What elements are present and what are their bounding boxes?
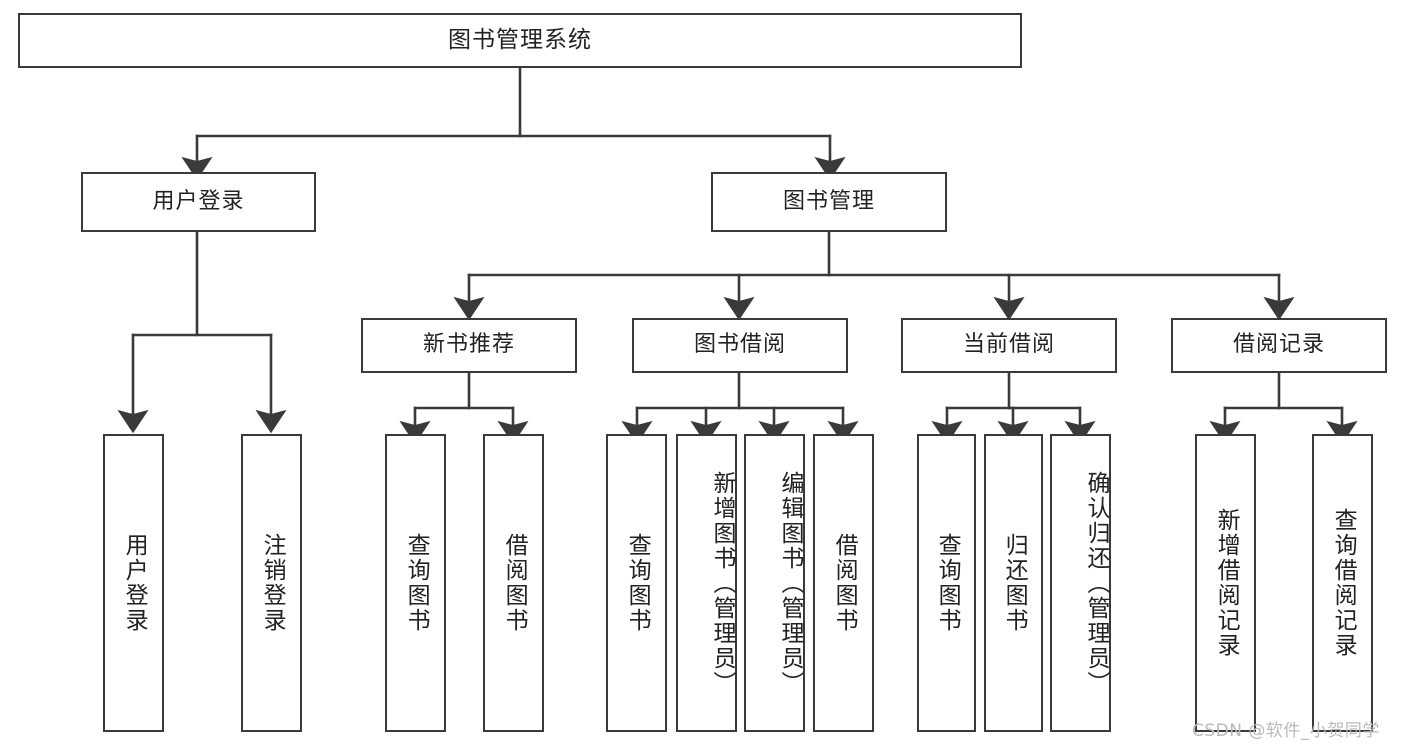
node-label: 图书管理 <box>782 188 875 214</box>
node-label: 查询借阅记录 <box>1330 508 1357 658</box>
node-label: 借阅图书 <box>501 533 528 633</box>
node-book-management[interactable]: 图书管理 <box>711 172 947 232</box>
leaf-add-borrow-record[interactable]: 新增借阅记录 <box>1195 434 1256 732</box>
node-borrow-records[interactable]: 借阅记录 <box>1171 318 1387 373</box>
node-label: 查询图书 <box>624 533 651 633</box>
node-current-borrowing[interactable]: 当前借阅 <box>901 318 1117 373</box>
leaf-logout[interactable]: 注销登录 <box>241 434 302 732</box>
node-label: 用户登录 <box>121 533 148 633</box>
leaf-return-books[interactable]: 归还图书 <box>984 434 1043 732</box>
leaf-search-books-borrow[interactable]: 查询图书 <box>606 434 667 732</box>
node-label: 归还图书 <box>1001 533 1028 633</box>
node-label: 新增借阅记录 <box>1213 508 1240 658</box>
node-label: 查询图书 <box>934 533 961 633</box>
node-label: 当前借阅 <box>962 332 1055 358</box>
leaf-search-books-current[interactable]: 查询图书 <box>917 434 976 732</box>
node-label: 用户登录 <box>152 188 245 214</box>
node-label: 注销登录 <box>259 533 286 633</box>
leaf-confirm-return-admin[interactable]: 确认归还（管理员） <box>1050 434 1111 732</box>
csdn-watermark: CSDN @软件_小贺同学 <box>1192 721 1380 741</box>
leaf-add-book-admin[interactable]: 新增图书（管理员） <box>676 434 737 732</box>
node-label: 确认归还（管理员） <box>1083 470 1109 696</box>
leaf-user-login[interactable]: 用户登录 <box>103 434 164 732</box>
leaf-search-books-new[interactable]: 查询图书 <box>385 434 446 732</box>
leaf-borrow-books[interactable]: 借阅图书 <box>813 434 874 732</box>
leaf-borrow-books-new[interactable]: 借阅图书 <box>483 434 544 732</box>
node-label: 新书推荐 <box>422 332 515 358</box>
node-label: 编辑图书（管理员） <box>777 470 803 696</box>
node-label: 借阅图书 <box>831 533 858 633</box>
node-label: 借阅记录 <box>1232 332 1325 358</box>
node-label: 图书借阅 <box>693 332 786 358</box>
node-label: 图书管理系统 <box>448 26 592 53</box>
node-label: 查询图书 <box>403 533 430 633</box>
node-user-login[interactable]: 用户登录 <box>81 172 316 232</box>
node-label: 新增图书（管理员） <box>709 470 735 696</box>
leaf-edit-book-admin[interactable]: 编辑图书（管理员） <box>744 434 805 732</box>
node-root-book-management-system[interactable]: 图书管理系统 <box>18 13 1022 68</box>
node-book-borrowing[interactable]: 图书借阅 <box>632 318 848 373</box>
leaf-query-borrow-record[interactable]: 查询借阅记录 <box>1312 434 1373 732</box>
node-new-book-recommendation[interactable]: 新书推荐 <box>361 318 577 373</box>
